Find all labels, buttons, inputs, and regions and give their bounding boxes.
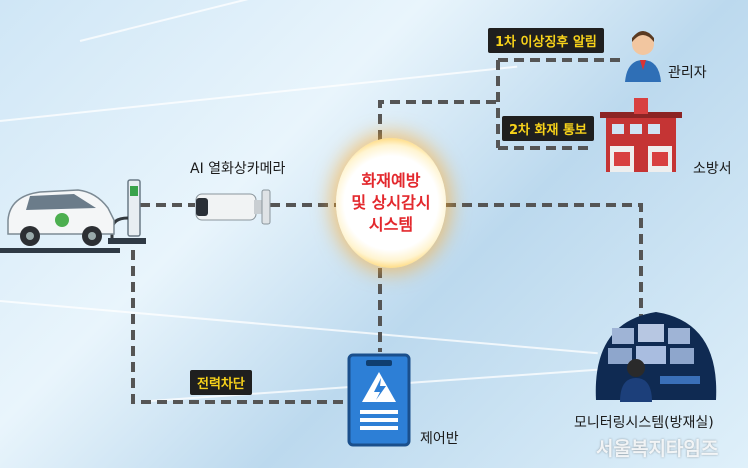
monitoring-room-icon xyxy=(595,312,717,402)
center-line-3: 시스템 xyxy=(368,215,414,234)
fire-station-label: 소방서 xyxy=(693,161,732,177)
center-line-2: 및 상시감시 xyxy=(351,193,431,212)
connector-car-panel xyxy=(131,250,345,404)
control-panel-icon xyxy=(347,353,411,447)
connector-center-monitoring xyxy=(446,203,643,320)
manager-person-icon xyxy=(625,31,661,82)
second-alert-tag: 2차 화재 통보 xyxy=(502,116,594,141)
connector-center-up xyxy=(378,100,498,140)
central-system-node: 화재예방 및 상시감시 시스템 xyxy=(336,138,446,268)
thermal-camera-icon xyxy=(195,189,271,225)
control-panel-label: 제어반 xyxy=(420,431,459,447)
electric-car-icon xyxy=(0,179,146,253)
monitoring-label: 모니터링시스템(방재실) xyxy=(574,415,714,431)
power-cut-tag: 전력차단 xyxy=(190,370,252,395)
fire-station-icon xyxy=(600,98,682,172)
camera-label: AI 열화상카메라 xyxy=(190,161,286,177)
publisher-watermark: 서울복지타임즈 xyxy=(596,438,719,460)
first-alert-tag: 1차 이상징후 알림 xyxy=(488,28,604,53)
center-line-1: 화재예방 xyxy=(361,171,421,190)
manager-label: 관리자 xyxy=(668,65,707,81)
